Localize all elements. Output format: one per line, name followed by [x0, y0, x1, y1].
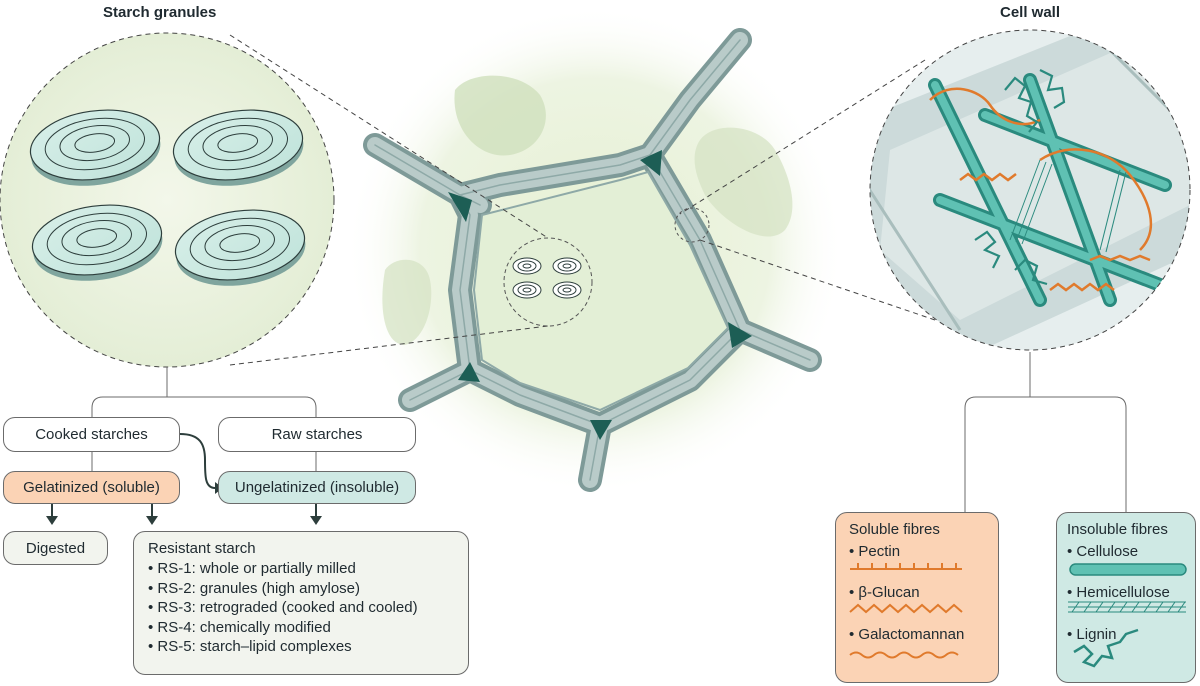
list-item: • Hemicellulose: [1067, 584, 1170, 601]
rs-item-label: RS-1: whole or partially milled: [157, 560, 356, 577]
fibre-tree-lines: [964, 352, 1127, 512]
flow-arrows: [51, 433, 317, 518]
cell-wall-network: [363, 28, 822, 492]
starch-granules-circle: [0, 32, 335, 368]
galactomannan-label: Galactomannan: [858, 626, 965, 643]
organelle-blob: [454, 75, 546, 156]
cell-wall-circle: [869, 29, 1191, 351]
digested-box: Digested: [3, 531, 108, 565]
list-item: • RS-3: retrograded (cooked and cooled): [148, 599, 418, 616]
cooked-starches-box: Cooked starches: [3, 417, 180, 452]
rs-item-label: RS-2: granules (high amylose): [157, 579, 361, 597]
organelle-blob: [694, 127, 793, 237]
list-item: • RS-2: granules (high amylose): [148, 579, 361, 597]
list-item: • RS-4: chemically modified: [148, 618, 331, 636]
small-starch-granules: [512, 257, 582, 299]
cell-junctions: [448, 150, 752, 440]
organelle-blob: [382, 259, 432, 345]
list-item: • RS-5: starch–lipid complexes: [148, 638, 352, 655]
starch-granules-title: Starch granules: [103, 4, 217, 21]
ungelatinized-box: Ungelatinized (insoluble): [218, 471, 416, 504]
list-item: • Pectin: [849, 543, 901, 560]
cellulose-label: Cellulose: [1076, 543, 1139, 560]
list-item: • Cellulose: [1067, 543, 1139, 560]
zoom-connectors: [229, 34, 936, 366]
pectin-label: Pectin: [858, 543, 901, 560]
resistant-starch-title: Resistant starch: [148, 540, 256, 557]
large-starch-granules: [29, 109, 306, 286]
rs-item-label: RS-3: retrograded (cooked and cooled): [157, 599, 418, 616]
lignin-label: Lignin: [1076, 626, 1117, 643]
beta-glucan-label: β-Glucan: [858, 584, 920, 601]
list-item: • Galactomannan: [849, 626, 965, 643]
gelatinized-box: Gelatinized (soluble): [3, 471, 180, 504]
list-item: • Lignin: [1067, 626, 1117, 643]
raw-starches-box: Raw starches: [218, 417, 416, 452]
list-item: • RS-1: whole or partially milled: [148, 560, 356, 577]
soluble-fibres-title: Soluble fibres: [849, 521, 940, 538]
soluble-fibres-panel: Soluble fibres • Pectin • β-Glucan • Gal…: [835, 512, 999, 683]
rs-item-label: RS-4: chemically modified: [157, 618, 331, 636]
list-item: • β-Glucan: [849, 584, 920, 601]
cell-wall-title: Cell wall: [1000, 4, 1061, 21]
resistant-starch-list: • RS-1: whole or partially milled • RS-2…: [148, 559, 454, 657]
starch-tree-lines: [91, 367, 317, 471]
starch-zoom-region: [503, 237, 593, 327]
rs-item-label: RS-5: starch–lipid complexes: [157, 638, 352, 655]
resistant-starch-panel: Resistant starch • RS-1: whole or partia…: [133, 531, 469, 675]
hemicellulose-label: Hemicellulose: [1076, 584, 1170, 601]
cell-wall-zoom-region: [674, 207, 710, 243]
insoluble-fibres-title: Insoluble fibres: [1067, 521, 1168, 538]
insoluble-fibres-panel: Insoluble fibres • Cellulose • Hemicellu…: [1056, 512, 1196, 683]
